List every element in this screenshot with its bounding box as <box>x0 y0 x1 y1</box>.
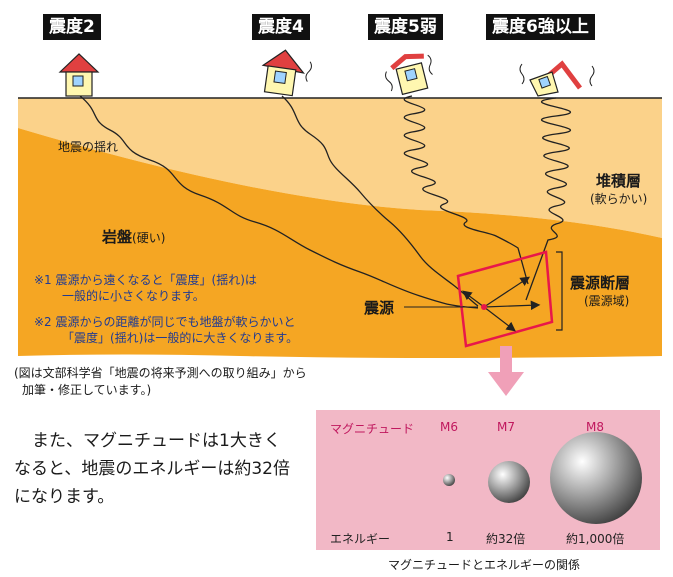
energy-header: エネルギー <box>330 532 391 546</box>
source-note-line-1: (図は文部科学省「地震の将来予測への取り組み」から <box>14 366 307 380</box>
fault-label: 震源断層 <box>570 274 631 292</box>
energy-m7: 約32倍 <box>486 532 526 546</box>
seismic-waves <box>79 95 572 309</box>
house-icon-intensity-2 <box>58 53 100 97</box>
note-2-line-2: 「震度」(揺れ)は一般的に大きくなります。 <box>62 331 299 345</box>
magnitude-header: マグニチュード <box>330 422 415 436</box>
bedrock-layer <box>18 128 662 358</box>
bedrock-label-group: 岩盤(硬い) <box>102 226 165 247</box>
bedrock-label: 岩盤 <box>102 228 133 246</box>
house-icon-intensity-5-lower <box>385 53 433 96</box>
hypocenter-label: 震源 <box>364 299 395 317</box>
sediment-label: 堆積層 <box>596 172 642 190</box>
note-1-line-2: 一般的に小さくなります。 <box>62 289 205 303</box>
sediment-sub-label: (軟らかい) <box>590 192 648 206</box>
wave-to-intensity-2 <box>79 95 479 309</box>
intensity-label-2: 震度2 <box>43 14 101 40</box>
magnitude-m6: M6 <box>440 420 458 434</box>
sphere-m8 <box>550 432 642 524</box>
pink-down-arrow <box>488 346 524 396</box>
note-2: ※2 震源からの距離が同じでも地盤が軟らかいと 「震度」(揺れ)は一般的に大きく… <box>34 314 298 346</box>
fault-sub-label: (震源域) <box>584 294 630 308</box>
bedrock-sub-label: (硬い) <box>132 231 166 245</box>
magnitude-m7: M7 <box>497 420 515 434</box>
explanation-line-2: なると、地震のエネルギーは約32倍 <box>14 459 290 479</box>
fault-bracket <box>556 251 563 331</box>
energy-m8: 約1,000倍 <box>566 532 625 546</box>
sphere-m6 <box>443 474 455 486</box>
source-note-line-2: 加筆・修正しています。) <box>22 383 152 397</box>
intensity-label-5-lower: 震度5弱 <box>368 14 443 40</box>
wave-to-intensity-4 <box>281 95 479 307</box>
sphere-m7 <box>488 461 530 503</box>
house-icon-intensity-6-upper <box>519 60 595 97</box>
note-1-line-1: 震源から遠くなると「震度」(揺れ)は <box>55 273 257 287</box>
magnitude-panel-caption: マグニチュードとエネルギーの関係 <box>388 558 581 572</box>
explanation-line-1: また、マグニチュードは1大きく <box>32 431 281 451</box>
fault-plane-box <box>456 250 554 348</box>
wave-to-intensity-6-upper <box>525 97 572 301</box>
intensity-label-6-upper: 震度6強以上 <box>486 14 595 40</box>
note-1: ※1 震源から遠くなると「震度」(揺れ)は 一般的に小さくなります。 <box>34 272 257 304</box>
note-2-line-1: 震源からの距離が同じでも地盤が軟らかいと <box>55 315 296 329</box>
rupture-arrows <box>462 276 541 332</box>
hypocenter-dot <box>481 304 487 310</box>
note-1-mark: ※1 <box>34 273 52 287</box>
note-2-mark: ※2 <box>34 315 52 329</box>
intensity-label-4: 震度4 <box>252 14 310 40</box>
shaking-label: 地震の揺れ <box>58 140 119 154</box>
explanation-line-3: になります。 <box>14 487 115 507</box>
magnitude-m8: M8 <box>586 420 604 434</box>
house-icon-intensity-4 <box>261 49 312 97</box>
sediment-layer <box>18 98 662 238</box>
wave-to-intensity-5-lower <box>403 95 529 285</box>
energy-m6: 1 <box>446 530 454 544</box>
